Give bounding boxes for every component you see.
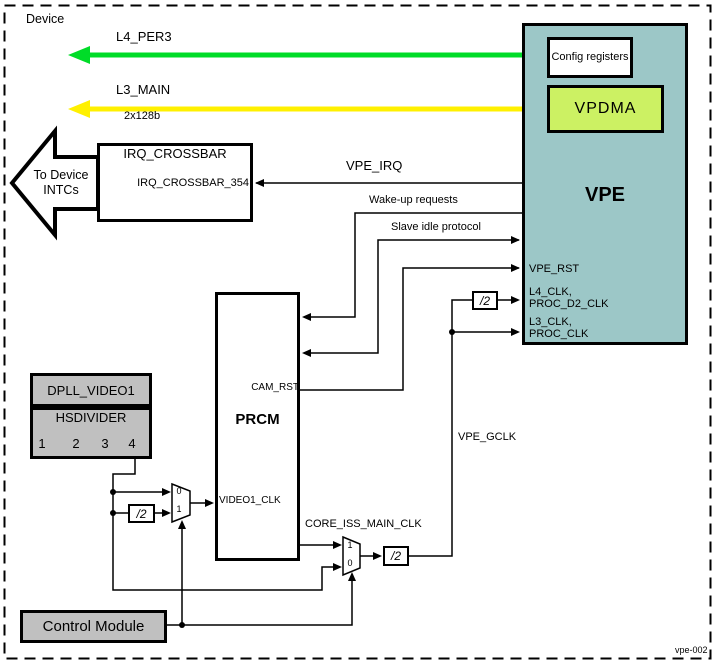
- cam-rst-port-label: CAM_RST: [251, 382, 299, 393]
- config-registers-block: Config registers: [547, 37, 633, 78]
- hsdivider-title: HSDIVIDER: [55, 410, 127, 425]
- slave-idle-wire: [304, 239, 519, 354]
- hsdivider-output-2: 2: [72, 436, 80, 451]
- vpe-irq-label: VPE_IRQ: [346, 158, 403, 173]
- div2-video1-divider: /2: [128, 504, 155, 523]
- hsdivider-chain-wire: [112, 459, 340, 591]
- irq-crossbar-instance-label: IRQ_CROSSBAR_354: [137, 177, 249, 189]
- dpll-video1-block: DPLL_VIDEO1: [30, 373, 152, 407]
- core-iss-main-clk-mux: [342, 535, 361, 577]
- mux1-input-0-label: 0: [176, 486, 182, 496]
- vpe-gclk-label: VPE_GCLK: [458, 431, 517, 443]
- video1-clk-port-label: VIDEO1_CLK: [219, 495, 281, 506]
- hsdivider-block: [30, 407, 152, 459]
- mux2-input-0-label: 0: [347, 558, 353, 568]
- vpe-rst-port-label: VPE_RST: [529, 263, 580, 275]
- wire-junction-dots: [110, 329, 455, 628]
- l3-clk-port-label: L3_CLK,: [529, 316, 572, 328]
- mux1-input-1-label: 1: [176, 504, 182, 514]
- cam-rst-to-vpe-rst-wire: [300, 267, 519, 391]
- l4-per3-label: L4_PER3: [116, 29, 172, 44]
- slave-idle-protocol-label: Slave idle protocol: [391, 221, 481, 233]
- hsdivider-output-3: 3: [101, 436, 109, 451]
- video1-clk-mux: [171, 482, 191, 524]
- control-module-wire: [167, 580, 353, 626]
- device-boundary: [3, 4, 712, 660]
- proc-d2-clk-port-label: PROC_D2_CLK: [529, 298, 609, 310]
- wire-arrowheads: [162, 179, 520, 581]
- vpdma-block: VPDMA: [547, 85, 664, 133]
- core-iss-main-clk-label: CORE_ISS_MAIN_CLK: [305, 518, 422, 530]
- proc-clk-port-label: PROC_CLK: [529, 328, 589, 340]
- figure-id-watermark: vpe-002: [675, 645, 708, 655]
- div2-gclk-divider: /2: [383, 546, 409, 566]
- to-device-intcs-label: To Device INTCs: [33, 168, 89, 197]
- prcm-block: [215, 292, 300, 561]
- hsdivider-output-1: 1: [38, 436, 46, 451]
- vpe-title: VPE: [584, 184, 626, 206]
- irq-crossbar-title: IRQ_CROSSBAR: [123, 146, 227, 161]
- l4-per3-bus-arrow: [68, 46, 547, 64]
- device-label: Device: [26, 12, 65, 26]
- mux2-input-1-label: 1: [347, 540, 353, 550]
- l3-main-label: L3_MAIN: [116, 82, 171, 97]
- wakeup-wire: [304, 212, 522, 318]
- vpe-gclk-wire: [409, 299, 472, 557]
- wakeup-requests-label: Wake-up requests: [369, 194, 458, 206]
- l3-main-width-label: 2x128b: [124, 110, 161, 122]
- l4-clk-port-label: L4_CLK,: [529, 286, 572, 298]
- prcm-title: PRCM: [235, 411, 280, 428]
- hsdivider-output-4: 4: [128, 436, 136, 451]
- signal-wires: [112, 182, 522, 626]
- div2-l4clk-divider: /2: [472, 291, 498, 310]
- irq-crossbar-block: [97, 143, 253, 222]
- control-module-block: Control Module: [20, 610, 167, 643]
